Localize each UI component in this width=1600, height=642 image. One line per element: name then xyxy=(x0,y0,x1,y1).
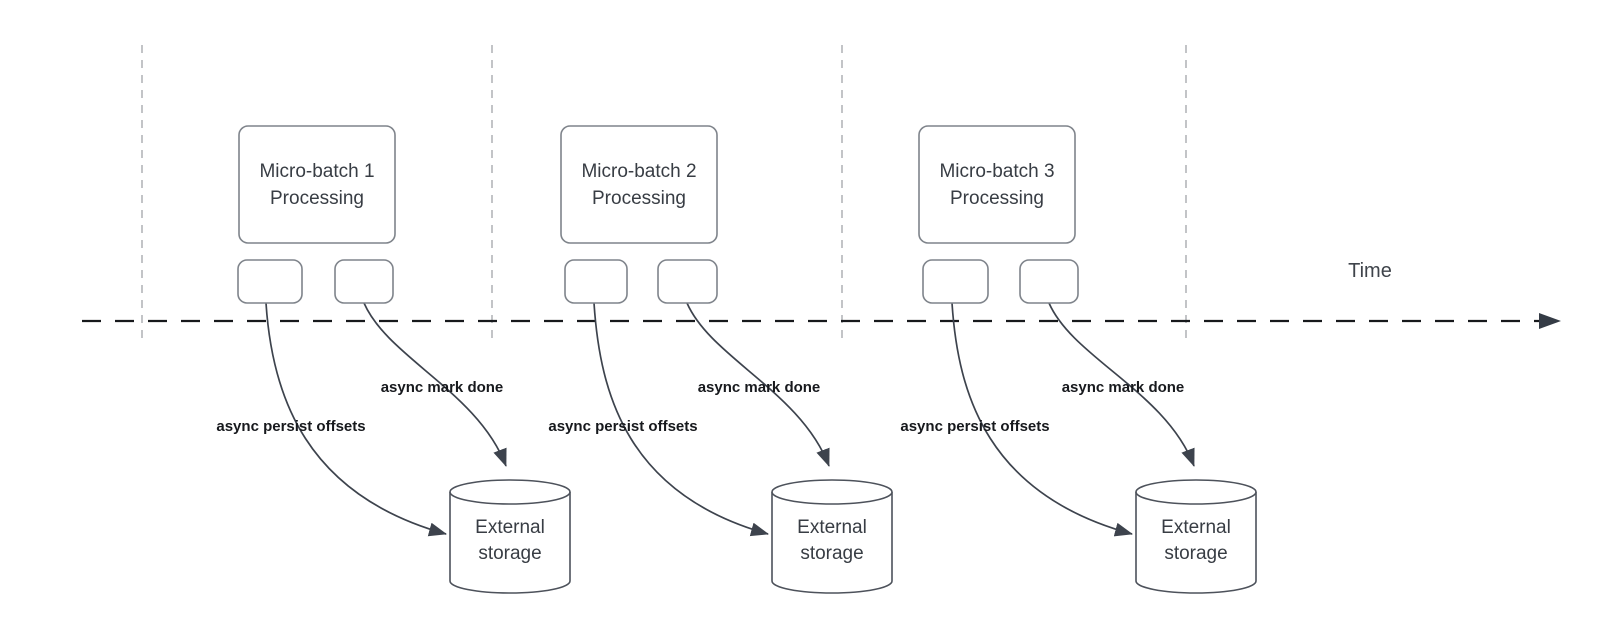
cylinder-body xyxy=(771,492,893,594)
cylinder-body xyxy=(1135,492,1257,594)
mark-done-arrow-2 xyxy=(686,302,830,467)
done-task-chip-3 xyxy=(1019,259,1079,304)
external-storage-cylinder-3 xyxy=(1135,479,1257,594)
mark-done-arrow-1 xyxy=(363,302,507,467)
external-storage-cylinder-1 xyxy=(449,479,571,594)
micro-batch-box-3 xyxy=(918,125,1076,244)
done-task-chip-2 xyxy=(657,259,718,304)
persist-offsets-arrow-1 xyxy=(265,302,447,537)
micro-batch-box-2 xyxy=(560,125,718,244)
micro-batch-box-1 xyxy=(238,125,396,244)
mark-done-arrow-3 xyxy=(1048,302,1195,467)
offset-task-chip-1 xyxy=(237,259,303,304)
cylinder-top xyxy=(1135,479,1257,505)
cylinder-top xyxy=(771,479,893,505)
cylinder-body xyxy=(449,492,571,594)
offset-task-chip-3 xyxy=(922,259,989,304)
done-task-chip-1 xyxy=(334,259,394,304)
cylinder-top xyxy=(449,479,571,505)
persist-offsets-arrow-2 xyxy=(593,302,769,537)
offset-task-chip-2 xyxy=(564,259,628,304)
persist-offsets-arrow-3 xyxy=(951,302,1133,537)
external-storage-cylinder-2 xyxy=(771,479,893,594)
